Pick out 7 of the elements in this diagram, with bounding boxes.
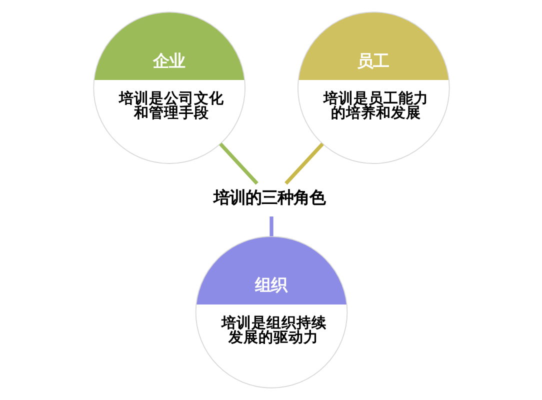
node-circle: 组织 培训是组织持续发展的驱动力 bbox=[194, 236, 348, 388]
node-circle: 员工 培训是员工能力的培养和发展 bbox=[297, 12, 450, 164]
connector bbox=[284, 142, 324, 185]
connector bbox=[218, 142, 258, 185]
node-text: 培训的三种角色 bbox=[213, 188, 326, 208]
node-circle: 企业 培训是公司文化和管理手段 bbox=[92, 12, 245, 164]
connector bbox=[269, 216, 273, 236]
